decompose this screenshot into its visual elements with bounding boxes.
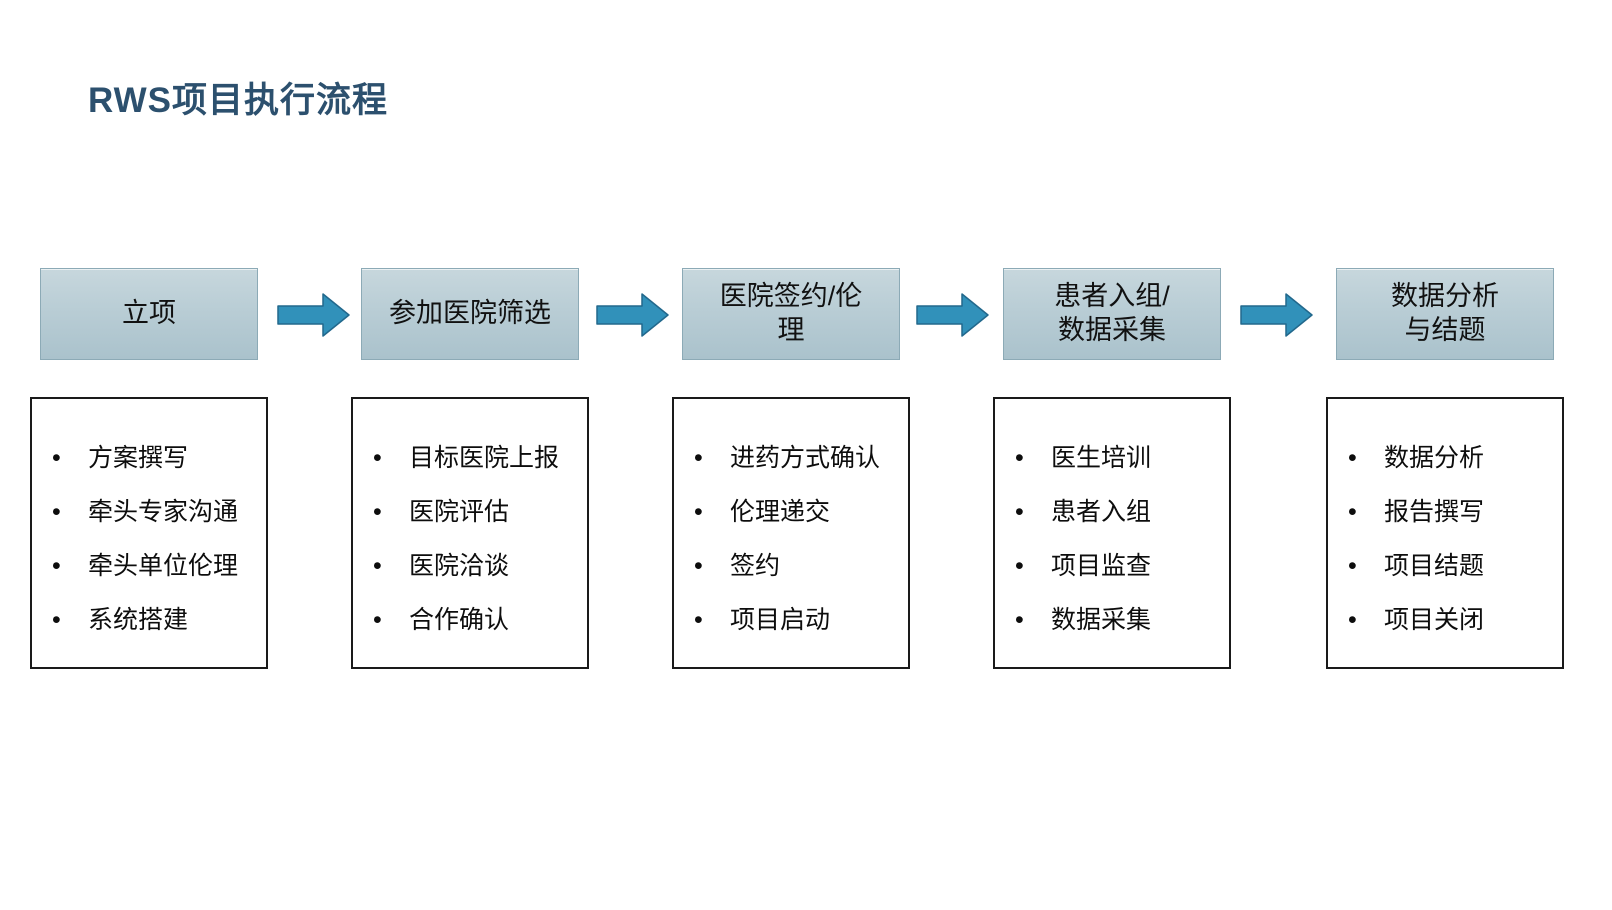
list-item: • 牵头专家沟通 (48, 497, 260, 528)
bullet-icon: • (694, 444, 703, 472)
flow-arrow-icon (916, 292, 990, 338)
list-item-label: 项目监查 (1051, 552, 1152, 580)
list-item: • 医生培训 (1011, 443, 1223, 474)
list-item: • 方案撰写 (48, 443, 260, 474)
bullet-icon: • (1015, 606, 1024, 634)
stage-box-contract-ethics: 医院签约/伦 理 (682, 268, 900, 360)
list-item-label: 牵头专家沟通 (88, 498, 239, 526)
stage-label: 医院签约/伦 理 (719, 281, 863, 345)
flow-arrow-icon (596, 292, 670, 338)
list-item-label: 医院洽谈 (409, 552, 510, 580)
list-item-label: 项目启动 (730, 606, 831, 634)
stage-box-enrollment-collection: 患者入组/ 数据采集 (1003, 268, 1221, 360)
bullet-icon: • (1348, 498, 1357, 526)
detail-box-analysis-closure: • 数据分析 • 报告撰写 • 项目结题 • 项目关闭 (1326, 397, 1564, 669)
stage-label: 数据分析 与结题 (1391, 281, 1499, 345)
list-item-label: 项目结题 (1384, 552, 1485, 580)
list-item: • 数据采集 (1011, 605, 1223, 636)
list-item-label: 合作确认 (409, 606, 510, 634)
bullet-icon: • (373, 606, 382, 634)
bullet-icon: • (1348, 444, 1357, 472)
list-item: • 项目关闭 (1344, 605, 1556, 636)
list-item-label: 医院评估 (409, 498, 510, 526)
list-item-label: 数据采集 (1051, 606, 1152, 634)
stage-box-analysis-closure: 数据分析 与结题 (1336, 268, 1554, 360)
list-item-label: 牵头单位伦理 (88, 552, 239, 580)
stage-box-initiation: 立项 (40, 268, 258, 360)
list-item: • 医院评估 (369, 497, 581, 528)
list-item-label: 报告撰写 (1384, 498, 1485, 526)
detail-list: • 目标医院上报 • 医院评估 • 医院洽谈 • 合作确认 (353, 399, 587, 636)
detail-list: • 医生培训 • 患者入组 • 项目监查 • 数据采集 (995, 399, 1229, 636)
list-item: • 签约 (690, 551, 902, 582)
list-item: • 医院洽谈 (369, 551, 581, 582)
list-item: • 合作确认 (369, 605, 581, 636)
detail-box-enrollment-collection: • 医生培训 • 患者入组 • 项目监查 • 数据采集 (993, 397, 1231, 669)
list-item-label: 签约 (730, 552, 781, 580)
bullet-icon: • (52, 444, 61, 472)
flow-arrow-icon (277, 292, 351, 338)
detail-box-hospital-screening: • 目标医院上报 • 医院评估 • 医院洽谈 • 合作确认 (351, 397, 589, 669)
bullet-icon: • (694, 606, 703, 634)
bullet-icon: • (373, 498, 382, 526)
list-item: • 进药方式确认 (690, 443, 902, 474)
detail-list: • 数据分析 • 报告撰写 • 项目结题 • 项目关闭 (1328, 399, 1562, 636)
list-item-label: 医生培训 (1051, 444, 1152, 472)
stage-label: 立项 (122, 298, 176, 329)
stage-box-hospital-screening: 参加医院筛选 (361, 268, 579, 360)
stage-label: 患者入组/ 数据采集 (1054, 281, 1170, 345)
bullet-icon: • (1348, 606, 1357, 634)
bullet-icon: • (373, 552, 382, 580)
list-item-label: 系统搭建 (88, 606, 189, 634)
detail-list: • 方案撰写 • 牵头专家沟通 • 牵头单位伦理 • 系统搭建 (32, 399, 266, 636)
list-item: • 项目监查 (1011, 551, 1223, 582)
detail-list: • 进药方式确认 • 伦理递交 • 签约 • 项目启动 (674, 399, 908, 636)
detail-box-contract-ethics: • 进药方式确认 • 伦理递交 • 签约 • 项目启动 (672, 397, 910, 669)
list-item: • 项目启动 (690, 605, 902, 636)
bullet-icon: • (694, 552, 703, 580)
list-item-label: 目标医院上报 (409, 444, 560, 472)
list-item: • 数据分析 (1344, 443, 1556, 474)
page-title: RWS项目执行流程 (88, 81, 389, 120)
bullet-icon: • (52, 606, 61, 634)
bullet-icon: • (1015, 498, 1024, 526)
list-item: • 牵头单位伦理 (48, 551, 260, 582)
list-item-label: 进药方式确认 (730, 444, 881, 472)
list-item: • 项目结题 (1344, 551, 1556, 582)
bullet-icon: • (694, 498, 703, 526)
list-item: • 伦理递交 (690, 497, 902, 528)
list-item: • 系统搭建 (48, 605, 260, 636)
list-item: • 报告撰写 (1344, 497, 1556, 528)
bullet-icon: • (1015, 552, 1024, 580)
bullet-icon: • (1015, 444, 1024, 472)
list-item: • 目标医院上报 (369, 443, 581, 474)
list-item-label: 患者入组 (1051, 498, 1152, 526)
list-item-label: 数据分析 (1384, 444, 1485, 472)
bullet-icon: • (1348, 552, 1357, 580)
bullet-icon: • (52, 552, 61, 580)
detail-box-initiation: • 方案撰写 • 牵头专家沟通 • 牵头单位伦理 • 系统搭建 (30, 397, 268, 669)
list-item-label: 项目关闭 (1384, 606, 1485, 634)
bullet-icon: • (52, 498, 61, 526)
list-item-label: 方案撰写 (88, 444, 189, 472)
flow-arrow-icon (1240, 292, 1314, 338)
list-item: • 患者入组 (1011, 497, 1223, 528)
stage-label: 参加医院筛选 (389, 298, 551, 329)
bullet-icon: • (373, 444, 382, 472)
list-item-label: 伦理递交 (730, 498, 831, 526)
